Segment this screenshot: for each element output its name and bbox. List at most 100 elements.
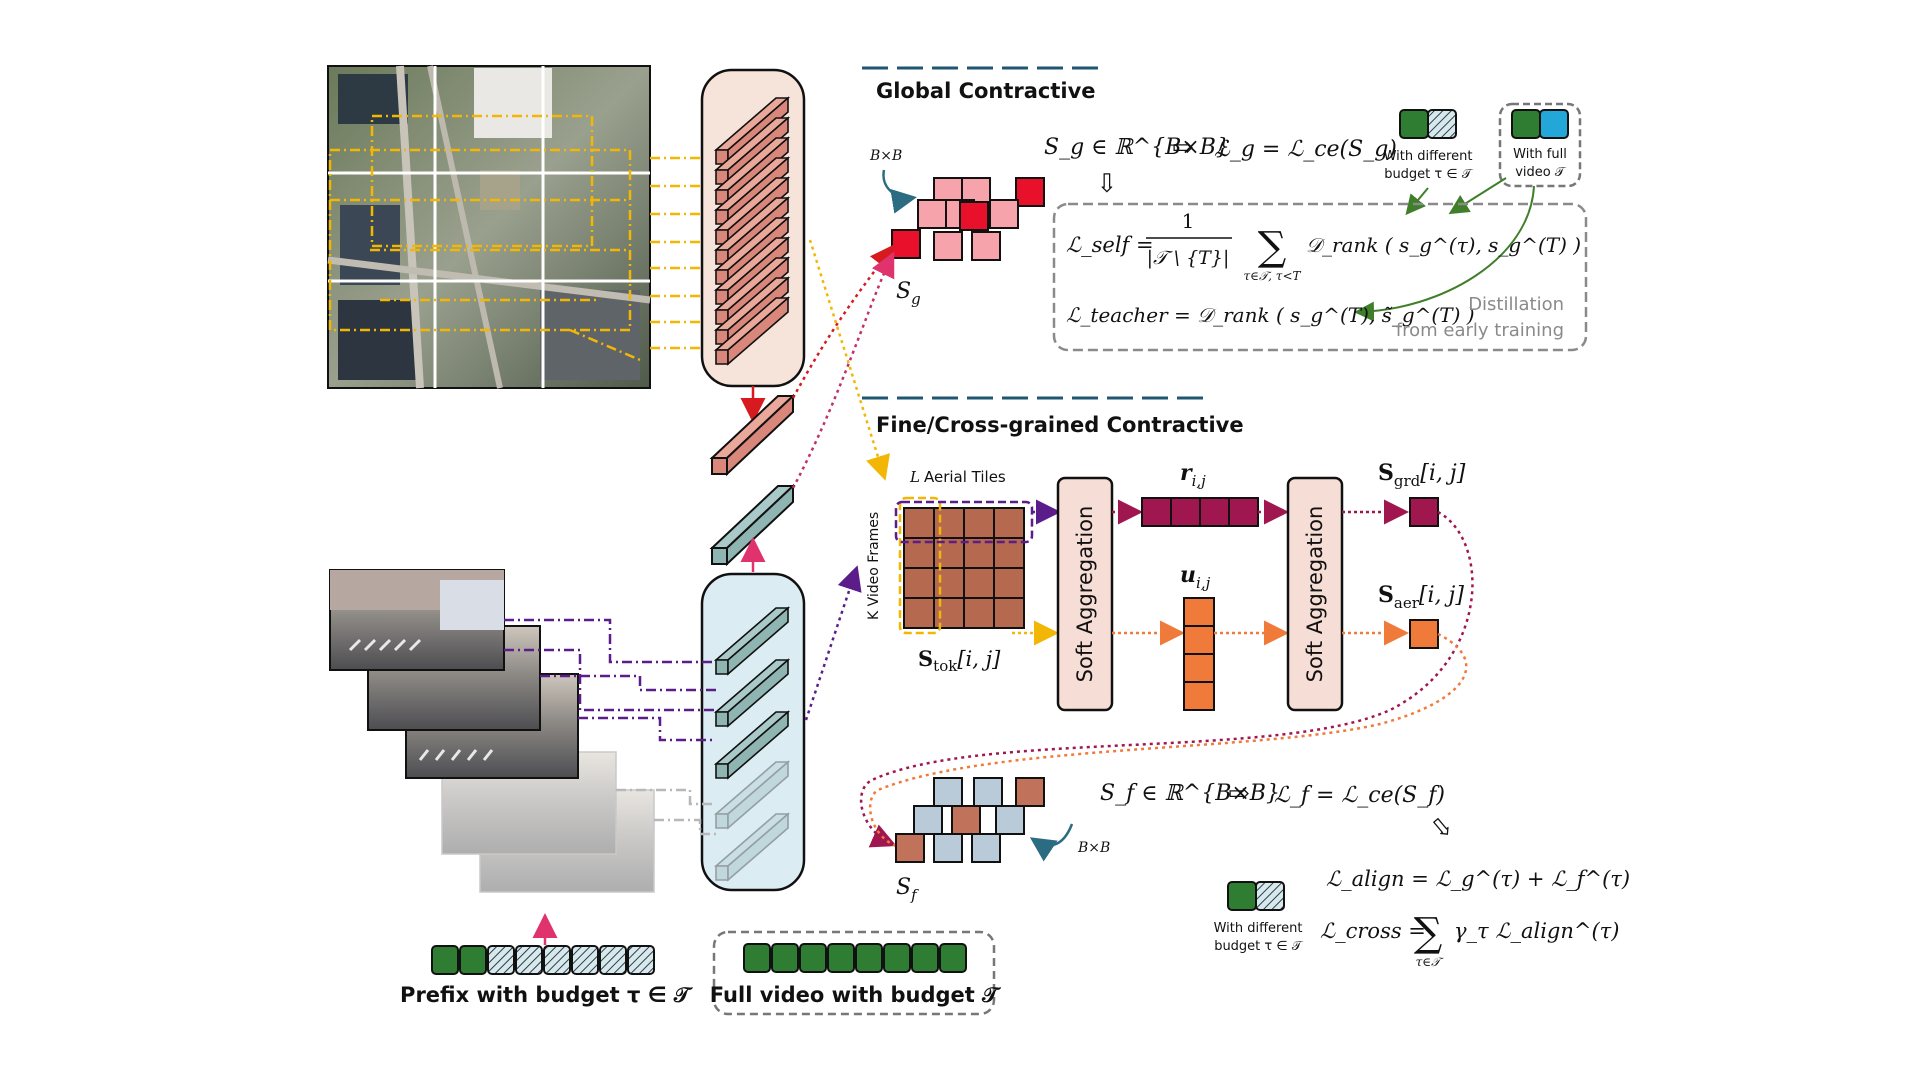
- soft-aggregation-2: [1286, 476, 1344, 712]
- full-video-line2: video 𝒯: [1515, 165, 1567, 180]
- sf-label: Sf: [896, 875, 919, 904]
- budget-token-group-fine: With different budget τ ∈ 𝒯: [1214, 881, 1304, 954]
- r-cell: [1141, 497, 1172, 527]
- budget-token-group-global: With different budget τ ∈ 𝒯: [1384, 109, 1474, 182]
- lg-equation: ℒ_g = ℒ_ce(S_g): [1214, 137, 1397, 162]
- ground-global-feature: [709, 483, 796, 572]
- lf-equation: ℒ_f = ℒ_ce(S_f): [1274, 783, 1445, 808]
- saer-label: Saer[i, j]: [1378, 582, 1464, 612]
- sf-cell: [973, 777, 1003, 807]
- token-tile: [903, 567, 935, 599]
- sg-cell: [933, 231, 963, 261]
- ground-feature: [713, 710, 791, 780]
- lself-frac-num: 1: [1182, 209, 1195, 233]
- svg-text:With different: With different: [1214, 921, 1303, 936]
- sf-definition: S_f ∈ ℝ^{B×B}: [1100, 781, 1280, 806]
- sg-cell: [917, 199, 947, 229]
- lself-lhs: ℒ_self =: [1066, 233, 1154, 257]
- token-similarity-grid: [903, 507, 1025, 629]
- ground-feature-stack: [713, 606, 791, 882]
- u-label: ui,j: [1180, 562, 1211, 592]
- token-tile: [903, 507, 935, 539]
- sg-definition: S_g ∈ ℝ^{B×B}: [1044, 135, 1230, 160]
- sf-cell: [971, 833, 1001, 863]
- video-frames: [329, 569, 655, 893]
- full-token: [771, 943, 799, 973]
- sf-cell: [951, 805, 981, 835]
- svg-text:Soft Aggregation: Soft Aggregation: [1303, 506, 1327, 683]
- budget-diff-line1: With different: [1384, 149, 1473, 164]
- token-tile: [993, 597, 1025, 629]
- svg-text:Soft Aggregation: Soft Aggregation: [1073, 506, 1097, 683]
- prefix-token: [459, 945, 487, 975]
- ground-to-sg-arrow: [791, 251, 895, 489]
- global-section: Global Contractive B×B Sg S_g ∈ ℝ^{B×B} …: [862, 66, 1588, 352]
- r-cell: [1228, 497, 1259, 527]
- u-cell: [1183, 681, 1215, 711]
- prefix-token-bar: Prefix with budget τ ∈ 𝒯: [400, 913, 693, 1007]
- aerial-image: [327, 65, 651, 389]
- token-tile: [993, 507, 1025, 539]
- lself-frac-den: |𝒯 \ {T}|: [1147, 247, 1230, 269]
- full-token: [883, 943, 911, 973]
- lcross-sum-under: τ∈𝒯: [1416, 955, 1445, 969]
- sum-symbol-cross: ∑: [1414, 910, 1443, 956]
- aerial-global-feature: [709, 386, 796, 477]
- global-title: Global Contractive: [876, 79, 1096, 103]
- aerial-to-sg-arrow: [791, 244, 896, 399]
- token-tile: [963, 567, 995, 599]
- token-tile: [963, 507, 995, 539]
- lself-rhs: 𝒟_rank ( s_g^(τ), s_g^(T) ): [1306, 233, 1581, 257]
- sg-cell: [971, 231, 1001, 261]
- prefix-token: [627, 945, 655, 975]
- aerial-feature-stack: [713, 96, 791, 366]
- prefix-token: [599, 945, 627, 975]
- bxb-label-global: B×B: [869, 148, 902, 164]
- token-tile: [933, 567, 965, 599]
- full-token: [939, 943, 967, 973]
- u-cell: [1183, 597, 1215, 627]
- r-cell: [1170, 497, 1201, 527]
- lcross-rhs: γ_τ ℒ_align^(τ): [1454, 919, 1620, 943]
- aerial-connectors: [650, 156, 718, 350]
- stok-label: Stok[i, j]: [918, 646, 1001, 675]
- prefix-token: [431, 945, 459, 975]
- soft-aggregation-1: [1056, 476, 1114, 712]
- full-video-line1: With full: [1513, 147, 1567, 162]
- sum-symbol-self: ∑: [1258, 224, 1287, 270]
- sf-cell: [913, 805, 943, 835]
- sg-cell: [989, 199, 1019, 229]
- sf-matrix: [895, 777, 1045, 863]
- self-distill-box: [1052, 202, 1588, 352]
- distill-line2: from early training: [1396, 320, 1564, 341]
- r-cell: [1199, 497, 1230, 527]
- sf-cell: [1015, 777, 1045, 807]
- lcross-lhs: ℒ_cross =: [1320, 919, 1426, 943]
- r-label: ri,j: [1180, 460, 1206, 490]
- sg-cell: [1015, 177, 1045, 207]
- sg-cell: [959, 201, 989, 231]
- budget-diff-line2: budget τ ∈ 𝒯: [1384, 167, 1474, 182]
- full-token: [911, 943, 939, 973]
- ground-feature: [713, 606, 791, 676]
- video-frames-label: K Video Frames: [866, 512, 882, 620]
- token-tile: [903, 597, 935, 629]
- lteacher-equation: ℒ_teacher = 𝒟_rank ( s_g^(T), s̃_g^(T) ): [1066, 303, 1475, 327]
- implies-arrow-right-2: ⇨: [1228, 779, 1250, 809]
- sg-cell: [891, 229, 921, 259]
- r-vector: [1141, 497, 1259, 527]
- implies-arrow-down-1: ⇩: [1096, 169, 1118, 199]
- u-cell: [1183, 625, 1215, 655]
- implies-arrow-diag: ⇩: [1424, 810, 1460, 847]
- aerial-encoder: [700, 68, 806, 388]
- fine-title: Fine/Cross-grained Contractive: [876, 413, 1244, 437]
- aerial-to-tiles-arrow: [808, 239, 890, 481]
- ground-feature: [713, 658, 791, 728]
- full-video-token-group: With full video 𝒯: [1498, 102, 1582, 188]
- full-caption: Full video with budget 𝒯: [710, 983, 1001, 1007]
- sgrd-cell: [1409, 497, 1439, 527]
- full-token: [743, 943, 771, 973]
